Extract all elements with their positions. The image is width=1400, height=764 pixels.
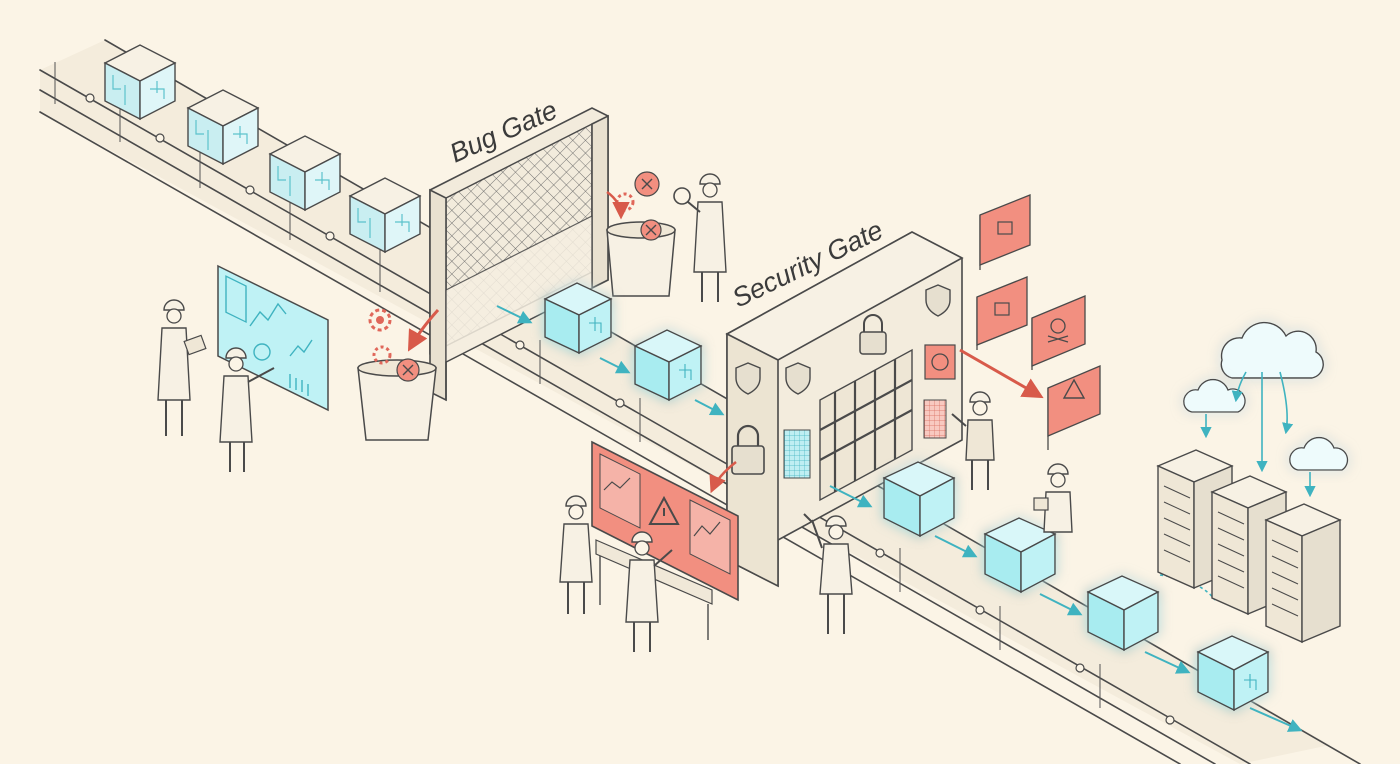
hardhat-worker-icon [803, 513, 853, 634]
padlock-icon [979, 194, 1031, 270]
deployment-target [1156, 321, 1349, 644]
input-packages [103, 44, 422, 254]
server-rack-icon [1264, 503, 1342, 644]
rejected-bug-bin-left [357, 308, 440, 441]
cloud-icon [1183, 378, 1246, 413]
workers [157, 173, 1073, 652]
passed-packages-final [882, 461, 1270, 712]
cardboard-box-circuit-icon [103, 44, 177, 121]
cube-circuit-icon [543, 282, 613, 355]
hardhat-worker-icon [625, 531, 673, 652]
shield-icon [785, 362, 811, 395]
hardhat-worker-icon [1033, 463, 1073, 533]
security-gate: Security Gate [725, 215, 964, 588]
alert-dashboard-red [591, 440, 739, 640]
padlock-icon [859, 314, 887, 355]
warning-triangle-icon [1047, 365, 1101, 450]
shield-icon [735, 362, 761, 395]
cardboard-box-circuit-icon [348, 177, 422, 254]
rejected-bug-bin-right [606, 171, 676, 297]
gear-x-icon [615, 171, 662, 241]
flow-arrows-final [829, 485, 1303, 732]
cube-circuit-icon [1196, 635, 1270, 712]
skull-crossbones-icon [1031, 295, 1086, 370]
hardhat-worker-icon [559, 495, 593, 614]
cube-circuit-icon [882, 461, 956, 538]
hardhat-worker-icon [219, 347, 275, 472]
cardboard-box-circuit-icon [186, 89, 260, 166]
cloud-icon [1289, 436, 1349, 471]
cube-circuit-icon [983, 517, 1057, 594]
shield-icon [925, 284, 951, 317]
hardhat-worker-icon [951, 391, 995, 490]
padlock-icon [976, 276, 1028, 350]
cardboard-box-circuit-icon [268, 135, 342, 212]
monitoring-dashboard-cyan [217, 264, 329, 412]
warning-triangle-icon [648, 495, 680, 525]
passed-packages-mid [543, 282, 703, 402]
cube-circuit-icon [1086, 575, 1160, 652]
biohazard-icon [924, 344, 956, 380]
hardhat-worker-icon [157, 299, 207, 436]
cloud-icon [1220, 321, 1324, 379]
cube-circuit-icon [633, 329, 703, 402]
rejected-security-flags [959, 194, 1101, 450]
hardhat-worker-icon [673, 173, 727, 302]
gear-x-icon [368, 308, 420, 382]
padlock-icon [731, 424, 765, 475]
flow-arrows-mid [496, 305, 725, 416]
